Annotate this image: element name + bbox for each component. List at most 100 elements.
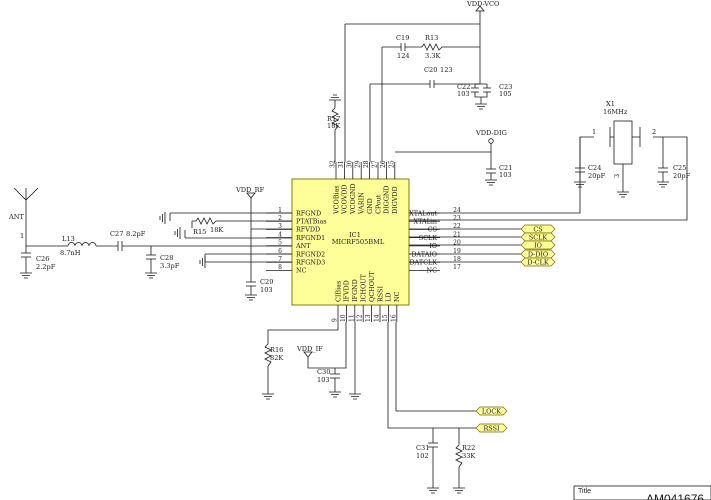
r17-value: 18K xyxy=(327,122,341,130)
r13-resistor xyxy=(421,43,443,51)
ic-pin-3-number: 3 xyxy=(278,223,282,230)
r15-resistor xyxy=(195,217,217,225)
r17-resistor xyxy=(331,107,339,131)
c27-value: 8.2pF xyxy=(126,230,146,238)
vdd-rf-label: VDD_RF xyxy=(235,186,265,194)
ic-pin-17-name: NC xyxy=(427,267,438,275)
c23-ref: C23 xyxy=(499,83,512,91)
gnd-symbol-r17 xyxy=(329,94,341,101)
ic-pin-14-name: RSSI xyxy=(376,286,384,302)
r16-ref: R16 xyxy=(270,346,283,354)
c31-ref: C31 xyxy=(416,444,429,452)
ic-pin-32-number: 32 xyxy=(330,160,337,168)
x1-value: 16MHz xyxy=(603,108,628,116)
net-io-label: IO xyxy=(534,241,542,249)
ic-pin-29-number: 29 xyxy=(355,160,362,168)
r22-resistor xyxy=(455,444,463,468)
ic-pin-31-name: VCOVDD xyxy=(341,185,349,216)
x1-pin1: 1 xyxy=(592,128,596,136)
x1-crystal-body[interactable] xyxy=(613,120,633,165)
ic-pin-20-number: 20 xyxy=(453,240,461,247)
ic-pin-30-name: VCOGND xyxy=(349,183,357,215)
gnd-symbol-c26 xyxy=(20,272,32,279)
c28-ref: C28 xyxy=(160,254,173,262)
ic-pin-19-number: 19 xyxy=(453,248,461,255)
c31-value: 102 xyxy=(416,452,429,460)
gnd-symbol-pin7 xyxy=(199,256,206,268)
ic-right-pins: 24XTALout23XTALin22CS21SCLK20IO19DATAIO1… xyxy=(409,207,461,275)
ic-pin-30-number: 30 xyxy=(346,160,353,168)
ic-pin-6-name: RFGND2 xyxy=(296,250,325,258)
gnd-symbol-c24 xyxy=(574,181,586,188)
gnd-symbol-pin1 xyxy=(159,212,166,224)
gnd-symbol-pin4 xyxy=(174,227,181,239)
vdd-dig-label: VDD-DIG xyxy=(475,129,507,137)
ic-pin-14-number: 14 xyxy=(374,314,381,322)
ic-pin-26-number: 26 xyxy=(380,160,387,168)
title-block: Title AM041676 xyxy=(573,485,711,500)
gnd-symbol-c22 xyxy=(475,103,487,110)
vdd-if-power-port: VDD_IF xyxy=(296,345,323,358)
ic-pin-28-number: 28 xyxy=(363,160,370,168)
l13-inductor xyxy=(67,242,97,247)
r13-ref: R13 xyxy=(425,34,438,42)
gnd-symbol-c29 xyxy=(245,294,257,301)
vdd-dig-power-port: VDD-DIG xyxy=(475,129,507,144)
r22-value: 33K xyxy=(462,452,476,460)
ic-pin-4-number: 4 xyxy=(278,231,282,238)
ic-pin-22-number: 22 xyxy=(453,223,461,230)
c30-ref: C30 xyxy=(317,368,330,376)
net-rssi-flag[interactable] xyxy=(475,423,508,433)
net-d-dio-label: D-DIO xyxy=(528,250,548,258)
ic-pin-10-number: 10 xyxy=(340,314,347,322)
vdd-if-label: VDD_IF xyxy=(296,345,323,353)
ic-pin-7-name: RFGND3 xyxy=(296,259,325,267)
gnd-symbol-c31 xyxy=(427,487,439,494)
antenna-symbol[interactable] xyxy=(13,187,39,246)
l13-value: 8.7nH xyxy=(60,249,81,257)
ic-pin-15-number: 15 xyxy=(382,314,389,322)
net-d-clk-flag[interactable] xyxy=(520,257,556,267)
ic-pin-31-number: 31 xyxy=(338,160,345,168)
c22-ref: C22 xyxy=(457,83,470,91)
ic-pin-26-name: DIGGND xyxy=(383,185,391,214)
ic-pin-24-number: 24 xyxy=(453,207,461,214)
net-io-flag[interactable] xyxy=(520,240,556,250)
ic-pin-3-name: RFVDD xyxy=(296,226,320,234)
ic-pin-7-number: 7 xyxy=(278,256,282,263)
r16-value: 82K xyxy=(270,354,284,362)
gnd-symbol-c25 xyxy=(657,181,669,188)
c25-value: 20pF xyxy=(673,172,691,180)
ic-pin-16-name: NC xyxy=(393,291,401,302)
gnd-symbol-r16 xyxy=(262,393,274,400)
c19-ref: C19 xyxy=(396,34,409,42)
net-lock-flag[interactable] xyxy=(475,406,508,416)
ic-pin-6-number: 6 xyxy=(278,248,282,255)
ic-pin-13-number: 13 xyxy=(365,314,372,322)
r22-ref: R22 xyxy=(462,444,475,452)
ic-body[interactable] xyxy=(291,178,410,306)
net-rssi-label: RSSI xyxy=(484,424,500,432)
ic-pin-5-name: ANT xyxy=(295,242,311,250)
ic-pin-8-name: NC xyxy=(296,267,307,275)
c24-ref: C24 xyxy=(588,164,601,172)
ic-pin-18-number: 18 xyxy=(453,256,461,263)
c29-value: 103 xyxy=(260,286,273,294)
r13-value: 3.3K xyxy=(425,52,441,60)
x1-pin2: 2 xyxy=(652,128,656,136)
ic-pin-20-name: IO xyxy=(429,242,437,250)
ic-bottom-pins: 9CIBias10IFVDD11IFGND12ICHOUT13QCHOUT14R… xyxy=(332,271,401,322)
ic-pin-16-number: 16 xyxy=(390,314,397,322)
ic-pin-11-number: 11 xyxy=(348,314,355,322)
ic-pin-1-name: RFGND xyxy=(296,209,321,217)
net-d-clk-label: D-CLK xyxy=(527,258,549,266)
ic-pin-4-name: RFGND1 xyxy=(296,234,325,242)
gnd-symbol-c28 xyxy=(145,272,157,279)
ic-pin-13-name: QCHOUT xyxy=(368,271,376,302)
c21-value: 103 xyxy=(499,171,512,179)
c29-ref: C29 xyxy=(260,278,273,286)
